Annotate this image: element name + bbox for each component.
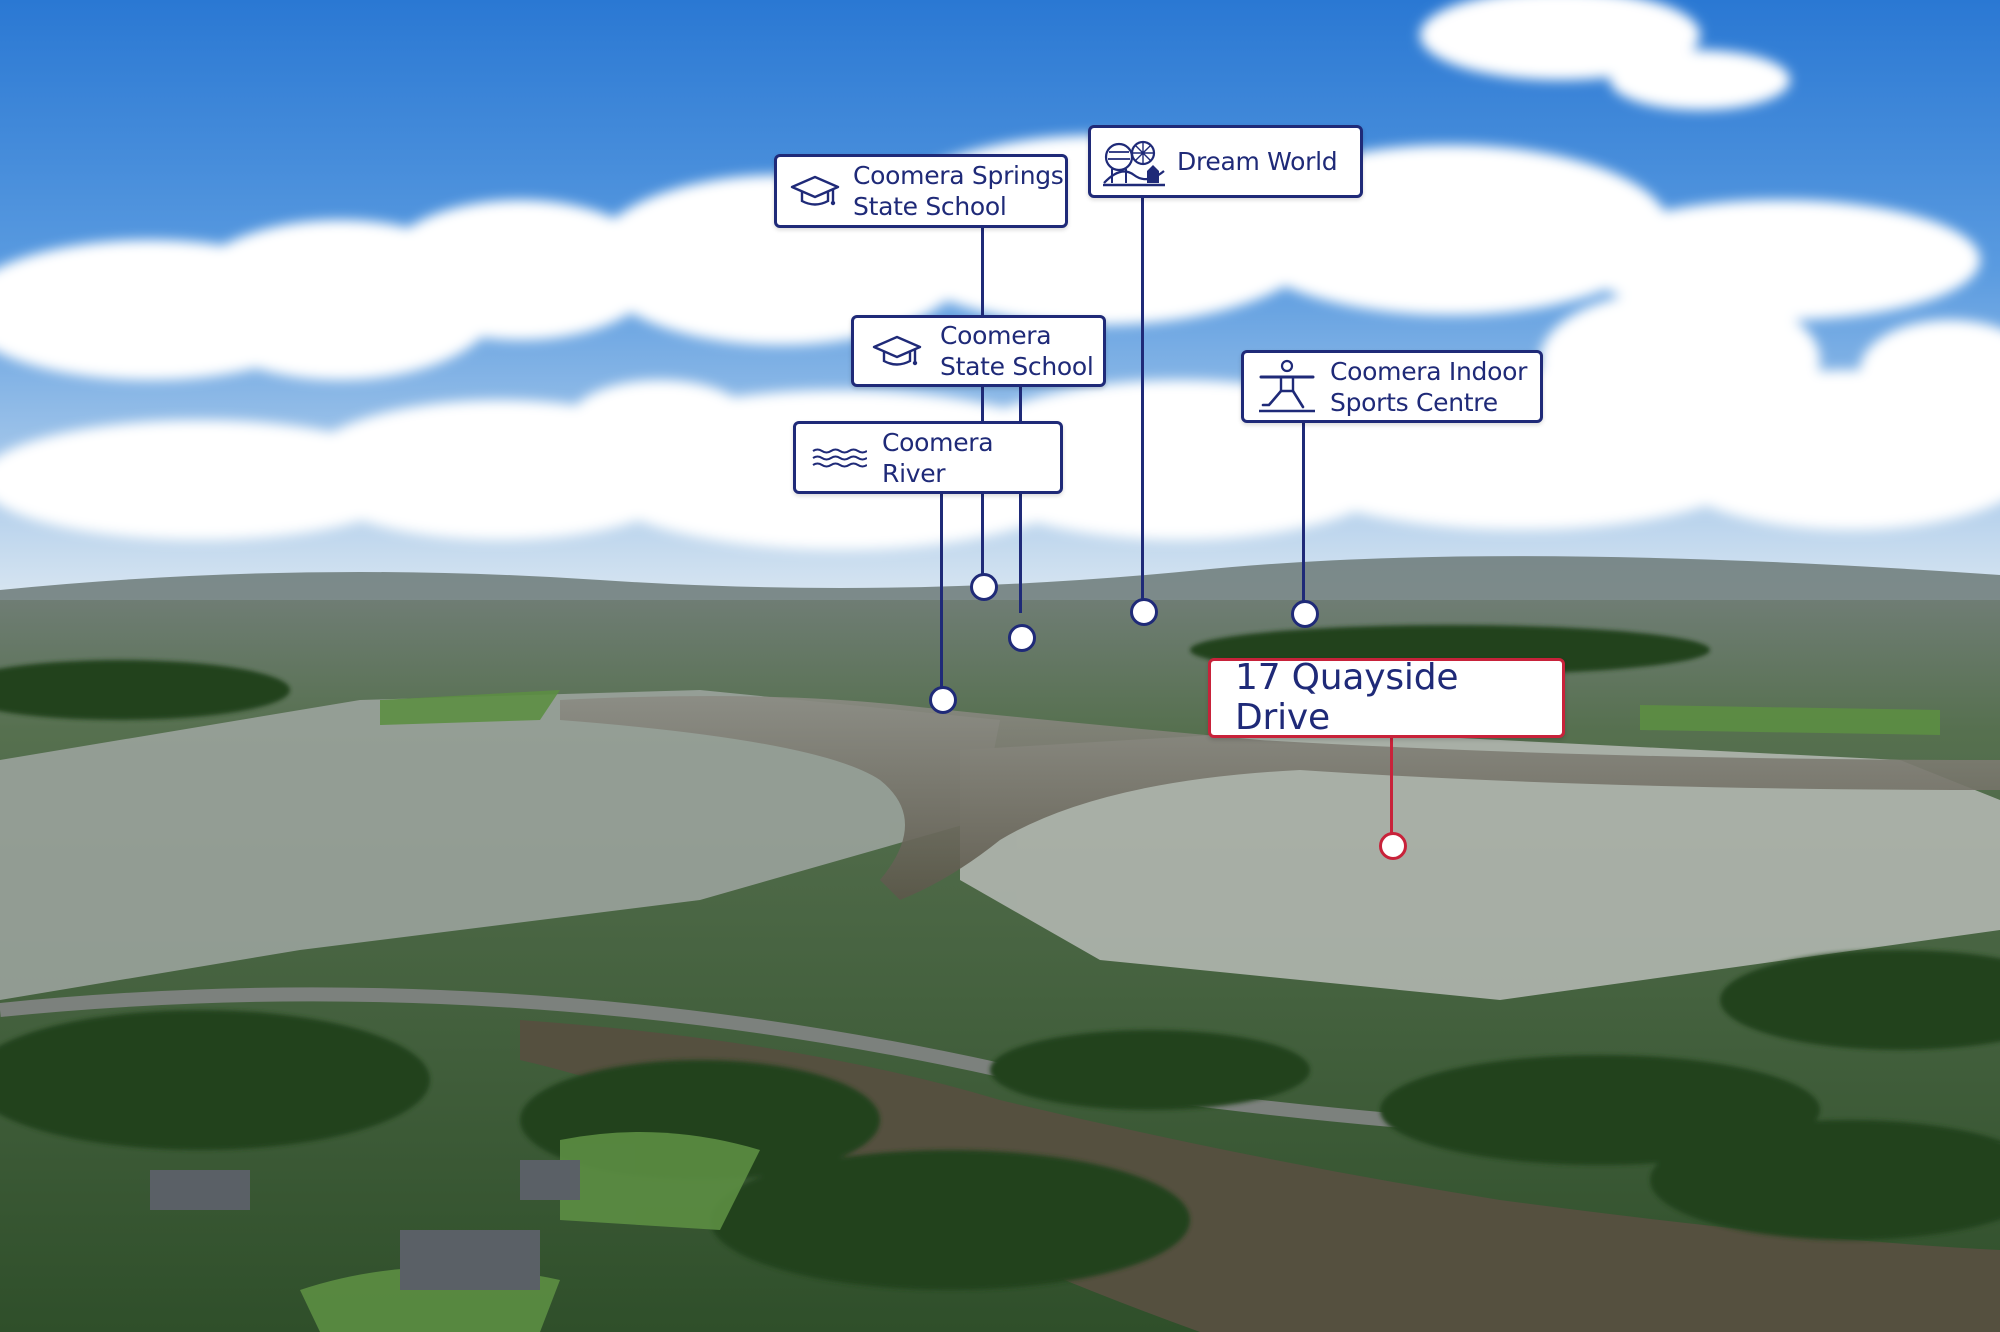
callout-coomera-state-school: Coomera State School [851,315,1106,387]
dream-world-label: Dream World [1177,147,1338,176]
callout-coomera-river: Coomera River [793,421,1063,494]
callout-coomera-indoor-sports-centre: Coomera Indoor Sports Centre [1241,350,1543,423]
pin-coomera-indoor [1291,600,1319,628]
coomera-state-line1: Coomera [940,321,1052,350]
coomera-state-line2: State School [940,352,1094,381]
pin-coomera-springs [970,573,998,601]
property-address-label: 17 Quayside Drive [1235,657,1459,738]
pin-coomera-state [1008,624,1036,652]
callout-coomera-springs-state-school: Coomera Springs State School [774,154,1068,228]
stem-coomera-state [1019,383,1022,613]
water-waves-icon [796,447,882,469]
stem-coomera-springs [981,226,984,586]
graduation-cap-icon [777,174,853,208]
pin-dream-world [1130,598,1158,626]
callout-dream-world: Dream World [1088,125,1363,198]
coomera-springs-line2: State School [853,192,1007,221]
stem-coomera-river [940,492,943,694]
callout-property-address: 17 Quayside Drive [1208,658,1565,738]
pin-coomera-river [929,686,957,714]
yoga-person-icon [1244,359,1330,415]
coomera-river-label: Coomera River [882,427,994,488]
stem-dream-world [1141,197,1144,606]
graduation-cap-icon [854,334,940,368]
stem-coomera-indoor [1302,421,1305,612]
coomera-springs-line1: Coomera Springs [853,161,1064,190]
theme-park-icon [1091,135,1177,189]
stem-property [1390,735,1393,841]
coomera-indoor-line2: Sports Centre [1330,387,1498,417]
pin-property [1379,832,1407,860]
coomera-indoor-line1: Coomera Indoor [1330,356,1528,386]
